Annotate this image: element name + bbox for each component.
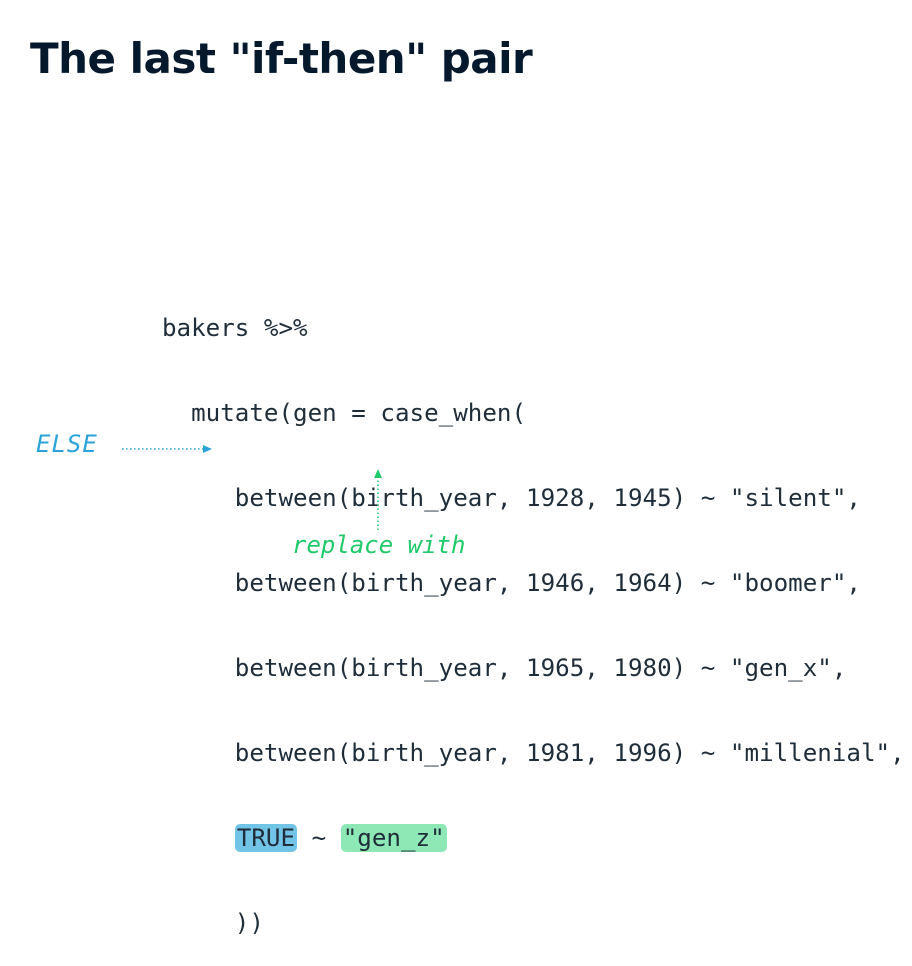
- code-line: bakers %>%: [162, 314, 308, 342]
- code-line: )): [162, 909, 264, 937]
- else-annotation: ELSE: [36, 430, 98, 458]
- code-line: between(birth_year, 1928, 1945) ~ "silen…: [162, 484, 861, 512]
- else-arrow: [122, 445, 212, 453]
- true-keyword-highlight: TRUE: [234, 824, 298, 852]
- code-indent: [162, 824, 235, 852]
- replace-with-annotation: replace with: [292, 531, 466, 559]
- annotation-arrows: [122, 445, 382, 530]
- gen-z-value-highlight: "gen_z": [340, 824, 447, 852]
- code-line: between(birth_year, 1981, 1996) ~ "mille…: [162, 739, 905, 767]
- replace-with-arrow: [374, 469, 382, 530]
- slide-title: The last "if-then" pair: [30, 34, 533, 83]
- code-line: between(birth_year, 1946, 1964) ~ "boome…: [162, 569, 861, 597]
- code-line: between(birth_year, 1965, 1980) ~ "gen_x…: [162, 654, 847, 682]
- tilde-operator: ~: [297, 824, 341, 852]
- code-line-else: TRUE ~ "gen_z": [162, 824, 905, 853]
- code-line: mutate(gen = case_when(: [162, 399, 527, 427]
